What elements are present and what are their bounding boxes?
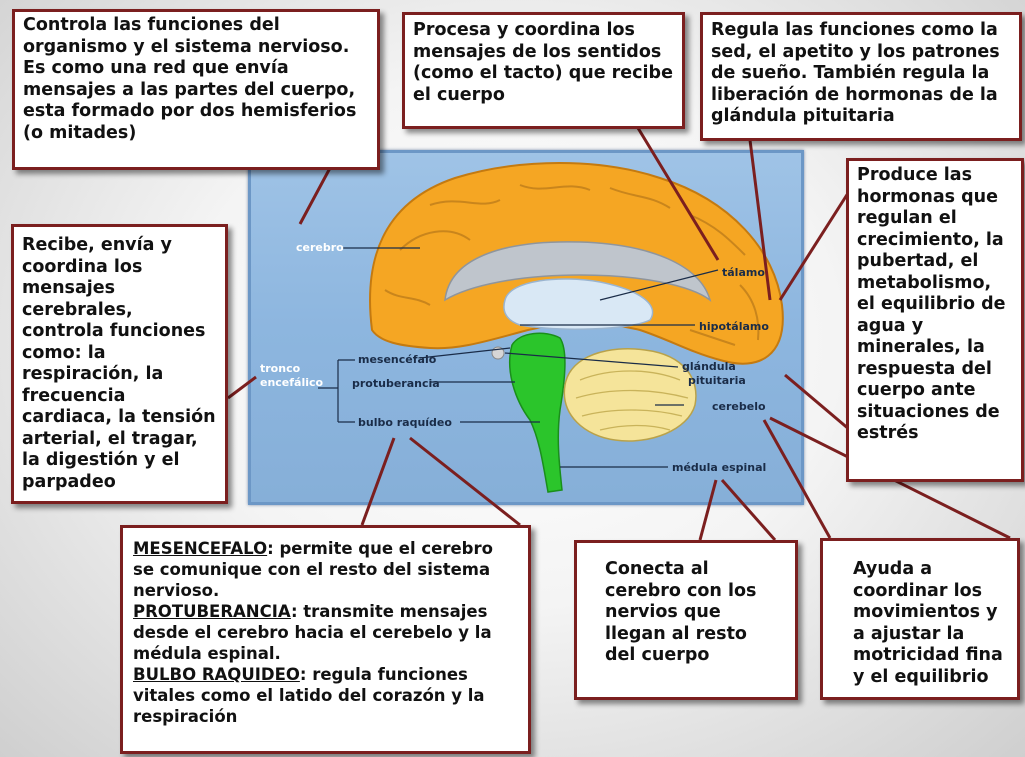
label-cerebelo: cerebelo (712, 400, 766, 413)
callout-partes-tronco: MESENCEFALO: permite que el cerebro se c… (120, 525, 531, 754)
text-protuberancia: : transmite mensajes desde el cerebro ha… (133, 602, 492, 663)
text-mesencefalo: : permite que el cerebro se comunique co… (133, 539, 493, 600)
callout-pituitaria-text: Produce las hormonas que regulan el crec… (857, 165, 1006, 443)
label-hipotalamo: hipotálamo (699, 320, 769, 333)
callout-cerebelo: Ayuda a coordinar los movimientos y a aj… (820, 538, 1020, 700)
callout-medula: Conecta al cerebro con los nervios que l… (574, 540, 798, 700)
label-cerebro: cerebro (296, 241, 344, 254)
cerebellum-shape (563, 348, 697, 442)
label-protuberancia: protuberancia (352, 377, 440, 390)
label-mesencefalo: mesencéfalo (358, 353, 437, 366)
label-medula: médula espinal (672, 461, 766, 474)
leader-lines (318, 247, 719, 468)
term-protuberancia: PROTUBERANCIA (133, 602, 291, 621)
callout-pituitaria: Produce las hormonas que regulan el crec… (846, 158, 1024, 482)
callout-hipotalamo: Regula las funciones como la sed, el ape… (700, 12, 1022, 141)
thalamus-shape (503, 278, 654, 330)
callout-tronco-text: Recibe, envía y coordina los mensajes ce… (22, 235, 216, 492)
callout-cerebelo-text: Ayuda a coordinar los movimientos y a aj… (853, 559, 1003, 687)
callout-hipotalamo-text: Regula las funciones como la sed, el ape… (711, 20, 1000, 126)
label-bulbo: bulbo raquídeo (358, 416, 452, 429)
brainstem-shape (508, 332, 566, 493)
cerebrum-gyri (384, 184, 760, 346)
label-talamo: tálamo (722, 266, 765, 279)
text-bulbo: : regula funciones vitales como el latid… (133, 665, 485, 726)
term-mesencefalo: MESENCEFALO (133, 539, 268, 558)
label-encefalico: encefálico (260, 376, 324, 389)
label-tronco: tronco (260, 362, 301, 375)
corpus-callosum (444, 241, 712, 302)
callout-talamo-text: Procesa y coordina los mensajes de los s… (413, 20, 673, 105)
callout-cerebro: Controla las funciones del organismo y e… (12, 9, 380, 170)
callout-talamo: Procesa y coordina los mensajes de los s… (402, 12, 685, 129)
term-bulbo: BULBO RAQUIDEO (133, 665, 300, 684)
callout-medula-text: Conecta al cerebro con los nervios que l… (605, 559, 757, 665)
callout-tronco: Recibe, envía y coordina los mensajes ce… (11, 224, 228, 504)
callout-cerebro-text: Controla las funciones del organismo y e… (23, 15, 357, 143)
label-glandula: glándula (682, 360, 736, 373)
cerebellum-folia (575, 370, 689, 431)
label-pituitaria: pituitaria (688, 374, 746, 387)
